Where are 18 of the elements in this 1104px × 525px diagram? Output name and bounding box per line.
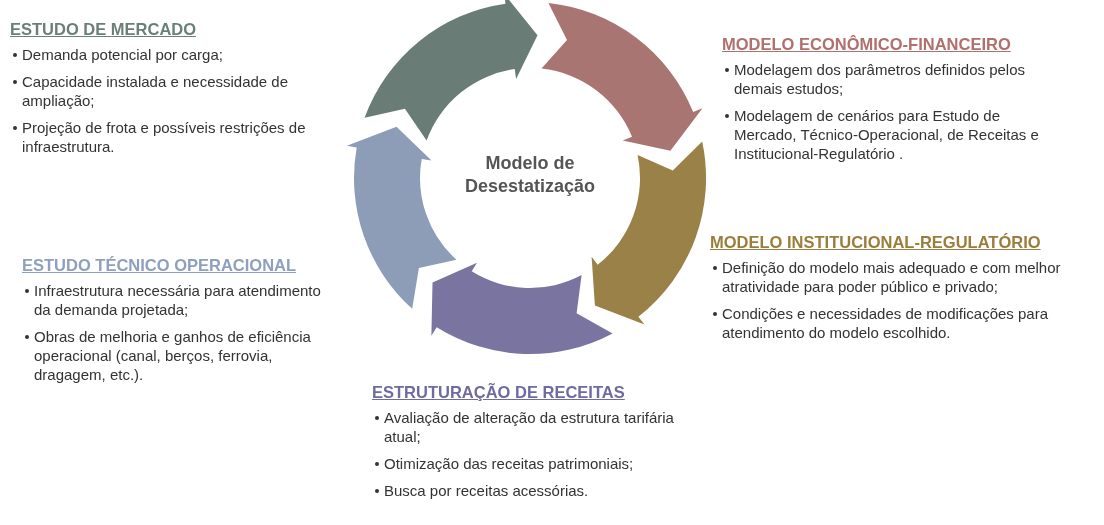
center-title: Modelo de Desestatização xyxy=(450,152,610,198)
bullet-text: Condições e necessidades de modificações para atendimento do modelo escolhido. xyxy=(722,305,1049,341)
bullet-text: Demanda potencial por carga; xyxy=(22,46,223,63)
bullet-text: Modelagem de cenários para Estudo de Mercado, Técnico-Operacional, de Receitas e Institucional-Regulatório . xyxy=(734,107,1039,162)
section-heading: MODELO ECONÔMICO-FINANCEIRO xyxy=(722,35,1012,54)
bullet-text: Projeção de frota e possíveis restrições de infraestrutura. xyxy=(22,119,306,155)
bullet-text: Capacidade instalada e necessidade de ampliação; xyxy=(22,73,289,109)
section-heading: ESTRUTURAÇÃO DE RECEITAS xyxy=(372,383,626,402)
section-heading: MODELO INSTITUCIONAL-REGULATÓRIO xyxy=(710,233,1042,252)
bullet-text: Obras de melhoria e ganhos de eficiência operacional (canal, berços, ferrovia, dragagem, etc.). xyxy=(34,328,311,383)
bullet-text: Definição do modelo mais adequado e com melhor atratividade para poder público e privado; xyxy=(722,259,1061,295)
section-heading: ESTUDO DE MERCADO xyxy=(10,20,198,39)
bullet-text: Avaliação de alteração da estrutura tarifária atual; xyxy=(384,409,674,445)
bullet-text: Modelagem dos parâmetros definidos pelos demais estudos; xyxy=(734,61,1025,97)
section-heading: ESTUDO TÉCNICO OPERACIONAL xyxy=(22,256,298,275)
bullet-text: Infraestrutura necessária para atendimento da demanda projetada; xyxy=(34,282,321,318)
bullet-text: Otimização das receitas patrimoniais; xyxy=(384,455,634,472)
bullet-text: Busca por receitas acessórias. xyxy=(384,482,589,499)
